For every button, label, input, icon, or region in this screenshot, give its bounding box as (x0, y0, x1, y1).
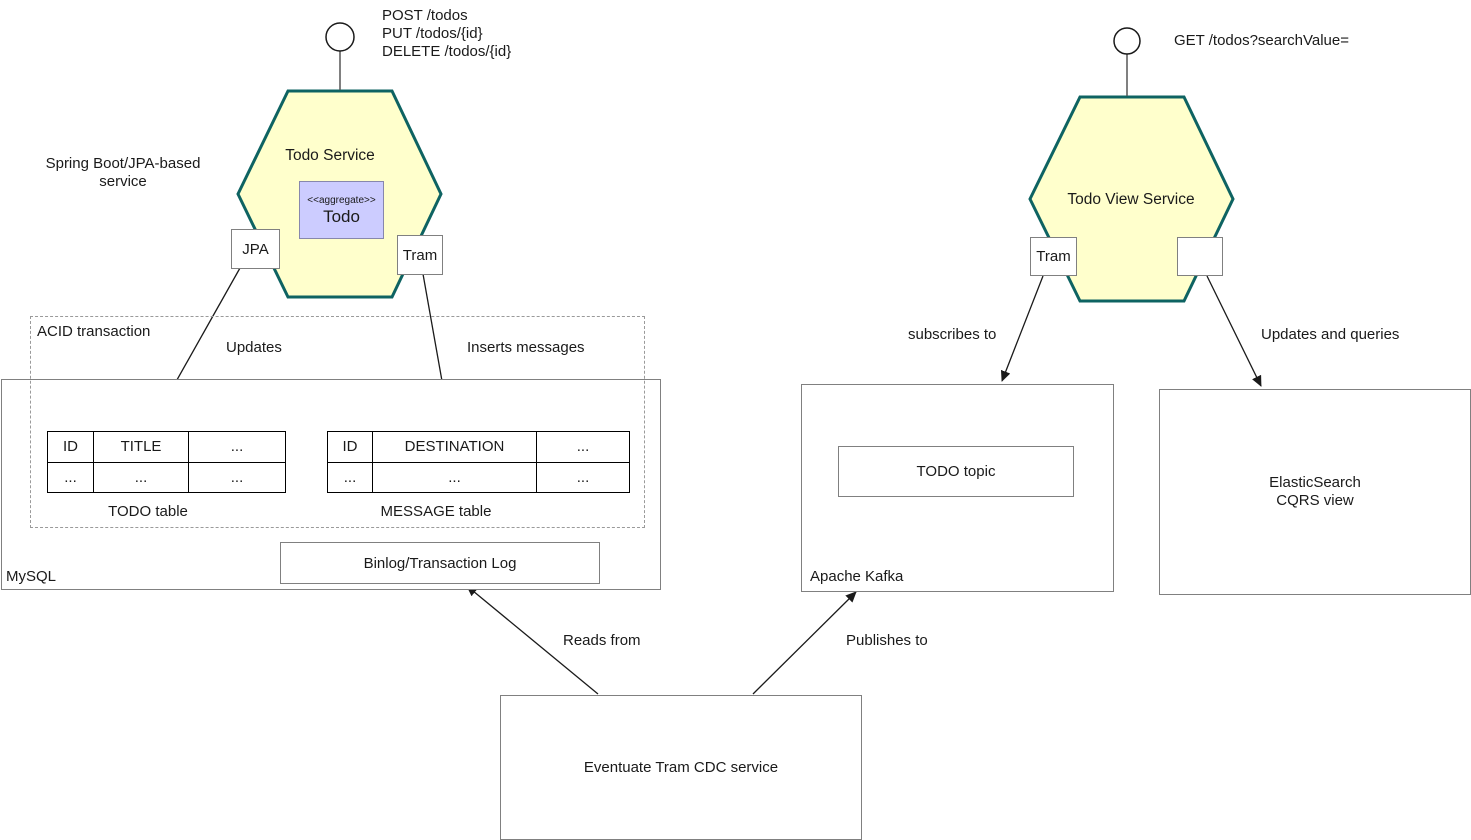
edge-label-updates: Updates (226, 339, 282, 356)
todo-view-service-api: GET /todos?searchValue= (1174, 32, 1349, 49)
todo-table-caption: TODO table (108, 503, 188, 520)
binlog-label: Binlog/Transaction Log (363, 554, 517, 572)
todo-aggregate-box: <<aggregate>> Todo (299, 181, 384, 239)
message-table-header-more: ... (536, 432, 629, 462)
edge-label-publishes-to: Publishes to (846, 632, 928, 649)
todo-view-service-lollipop-icon (1113, 27, 1141, 55)
todo-view-service-title: Todo View Service (1067, 191, 1195, 208)
arrow-cdc-to-kafka (752, 591, 857, 695)
todo-table-header-more: ... (188, 432, 285, 462)
todo-table-header-id: ID (63, 438, 78, 456)
todo-service-lollipop-icon (325, 22, 355, 52)
elasticsearch-box: ElasticSearch CQRS view (1159, 389, 1471, 595)
port-elasticsearch-client (1177, 237, 1223, 276)
api-line-delete: DELETE /todos/{id} (382, 43, 512, 60)
todo-table-cell: ... (93, 461, 188, 492)
todo-table: ID TITLE ... ... ... ... (47, 431, 286, 493)
apache-kafka-label: Apache Kafka (810, 568, 904, 585)
edge-label-reads-from: Reads from (563, 632, 641, 649)
cdc-service-box: Eventuate Tram CDC service (500, 695, 862, 840)
binlog-box: Binlog/Transaction Log (280, 542, 600, 584)
spring-boot-note: Spring Boot/JPA-based service (45, 155, 201, 190)
edge-label-inserts-messages: Inserts messages (467, 339, 585, 356)
message-table-header-id: ID (342, 438, 358, 456)
edge-label-updates-and-queries: Updates and queries (1261, 326, 1400, 343)
api-line-put: PUT /todos/{id} (382, 25, 483, 42)
message-table-cell: ... (328, 461, 372, 493)
port-tram-left-service: Tram (397, 235, 443, 275)
message-table-cell: ... (536, 461, 629, 492)
message-table-cell: ... (372, 461, 536, 492)
port-tram-view-service: Tram (1030, 237, 1077, 276)
todo-table-header-title: TITLE (93, 432, 188, 462)
todo-table-cell: ... (48, 461, 93, 493)
acid-transaction-box (30, 316, 645, 528)
message-table-caption: MESSAGE table (380, 503, 492, 520)
edge-label-subscribes-to: subscribes to (908, 326, 997, 343)
mysql-label: MySQL (6, 568, 57, 585)
todo-service-title: Todo Service (285, 147, 375, 164)
aggregate-name: Todo (323, 206, 360, 226)
arrow-port-to-elasticsearch (1206, 275, 1262, 387)
message-table-header-destination: DESTINATION (372, 432, 536, 462)
cdc-service-label: Eventuate Tram CDC service (583, 759, 779, 776)
todo-service-api: POST /todos PUT /todos/{id} DELETE /todo… (382, 7, 511, 61)
elasticsearch-label: ElasticSearch CQRS view (1269, 474, 1361, 509)
acid-transaction-label: ACID transaction (37, 323, 151, 340)
arrow-cdc-to-binlog (466, 585, 599, 695)
todo-table-cell: ... (188, 461, 285, 492)
todo-topic-label: TODO topic (916, 463, 996, 480)
aggregate-stereotype: <<aggregate>> (307, 194, 376, 206)
api-line-post: POST /todos (382, 7, 468, 24)
todo-topic-box: TODO topic (838, 446, 1074, 497)
port-jpa: JPA (231, 229, 280, 269)
arrow-tram-to-kafka (1000, 275, 1044, 382)
message-table: ID DESTINATION ... ... ... ... (327, 431, 630, 493)
